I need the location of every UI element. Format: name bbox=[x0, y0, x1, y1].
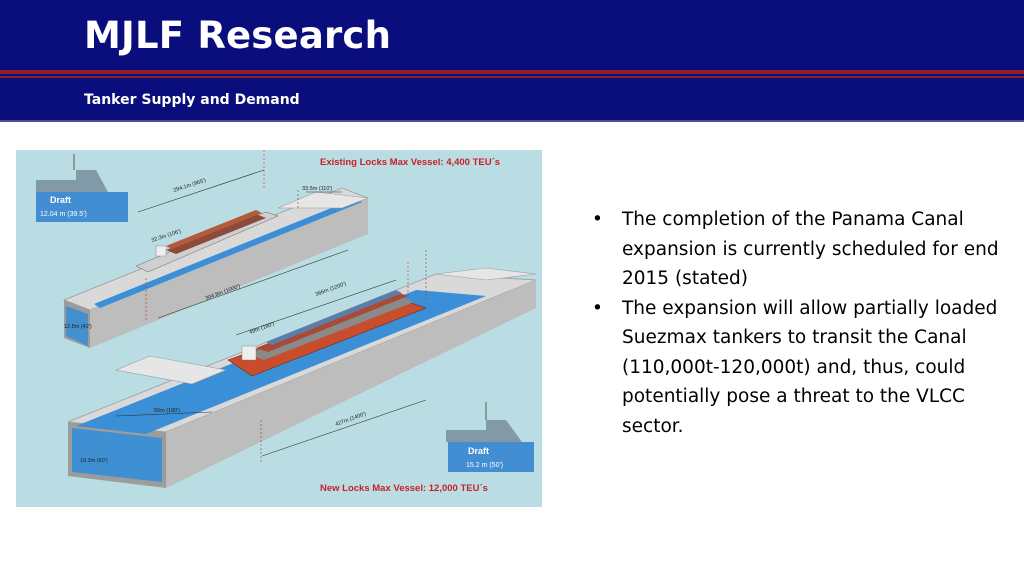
header-divider bbox=[0, 120, 1024, 122]
existing-width-label: 33.5m (110') bbox=[302, 186, 332, 192]
existing-lock bbox=[62, 187, 370, 348]
bullet-list: • The completion of the Panama Canal expa… bbox=[590, 205, 1000, 441]
page-title: MJLF Research bbox=[84, 14, 392, 57]
header-stripe bbox=[0, 70, 1024, 74]
existing-depth-label: 12.8m (42') bbox=[64, 324, 92, 330]
bullet-text: The expansion will allow partially loade… bbox=[622, 297, 998, 437]
new-draft-box: Draft 15.2 m (50') bbox=[446, 402, 534, 472]
page-subtitle: Tanker Supply and Demand bbox=[84, 92, 300, 108]
bullet-dot: • bbox=[592, 209, 603, 230]
bullet-item: • The completion of the Panama Canal expa… bbox=[590, 205, 1000, 294]
existing-draft-box: Draft 12.04 m (39.5') bbox=[36, 154, 128, 222]
existing-ship bbox=[135, 210, 279, 273]
bullet-text: The completion of the Panama Canal expan… bbox=[622, 209, 999, 289]
new-locks-caption: New Locks Max Vessel: 12,000 TEU´s bbox=[320, 483, 488, 494]
panama-locks-diagram: Existing Locks Max Vessel: 4,400 TEU´s N… bbox=[16, 150, 542, 507]
new-draft-value: 15.2 m (50') bbox=[466, 462, 503, 469]
bullet-item: • The expansion will allow partially load… bbox=[590, 294, 1000, 442]
existing-draft-label: Draft bbox=[50, 195, 71, 205]
existing-locks-caption: Existing Locks Max Vessel: 4,400 TEU´s bbox=[320, 157, 500, 168]
new-draft-label: Draft bbox=[468, 446, 489, 456]
header-stripe-thin bbox=[0, 76, 1024, 78]
dimension-arrows bbox=[115, 169, 427, 457]
bullet-dot: • bbox=[592, 297, 603, 319]
existing-draft-value: 12.04 m (39.5') bbox=[40, 211, 87, 218]
header-bar: MJLF Research Tanker Supply and Demand bbox=[0, 0, 1024, 122]
new-width-label: 55m (180') bbox=[154, 408, 180, 414]
new-depth-label: 18.3m (60') bbox=[80, 458, 108, 464]
new-ship bbox=[227, 290, 427, 377]
